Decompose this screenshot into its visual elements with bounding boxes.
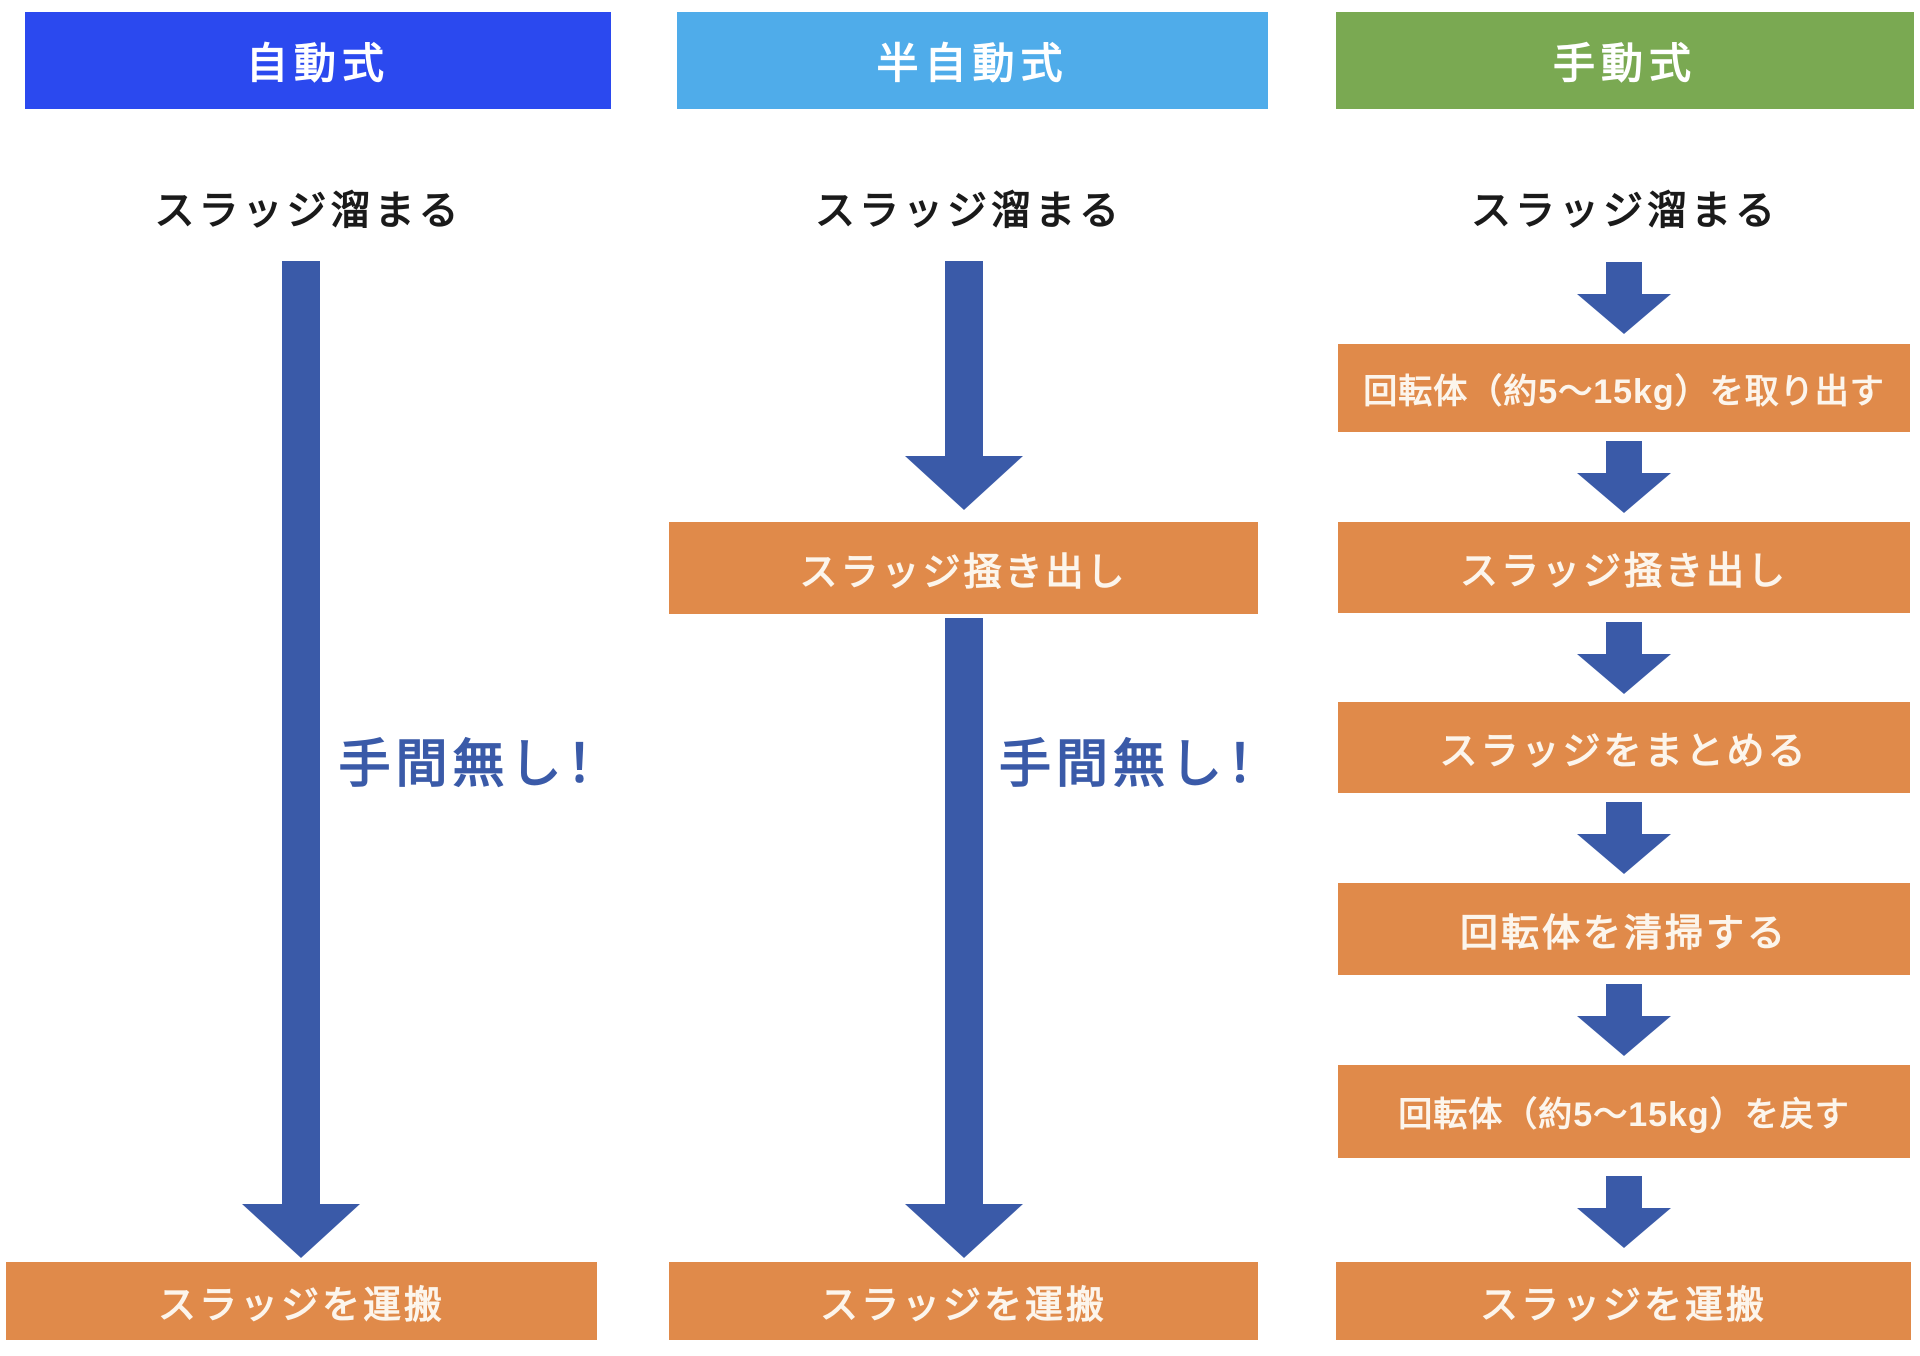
arrow-head (242, 1204, 360, 1258)
process-box-scrape-out: スラッジ掻き出し (1338, 522, 1910, 613)
down-arrow-icon (904, 261, 1024, 510)
end-box-semi-automatic: スラッジを運搬 (669, 1262, 1258, 1340)
column-header-automatic: 自動式 (25, 12, 611, 109)
column-automatic: 自動式 スラッジ溜まる 手間無し！ スラッジを運搬 (6, 0, 619, 1356)
arrow-shaft (1606, 622, 1642, 656)
no-effort-annotation-automatic: 手間無し！ (338, 736, 624, 794)
arrow-shaft (945, 261, 983, 458)
no-effort-annotation-semi-automatic: 手間無し！ (999, 736, 1285, 794)
end-box-manual: スラッジを運搬 (1336, 1262, 1911, 1340)
end-box-automatic: スラッジを運搬 (6, 1262, 597, 1340)
arrow-shaft (1606, 262, 1642, 296)
down-arrow-icon (904, 618, 1024, 1258)
down-arrow-icon (1576, 441, 1672, 513)
process-box-collect-sludge: スラッジをまとめる (1338, 702, 1910, 793)
arrow-head (1577, 294, 1671, 334)
process-box-remove-rotor: 回転体（約5〜15kg）を取り出す (1338, 344, 1910, 432)
arrow-shaft (1606, 441, 1642, 475)
arrow-shaft (945, 618, 983, 1206)
column-header-manual: 手動式 (1336, 12, 1914, 109)
arrow-shaft (1606, 984, 1642, 1018)
process-box-clean-rotor: 回転体を清掃する (1338, 883, 1910, 975)
arrow-head (905, 456, 1023, 510)
process-box-return-rotor: 回転体（約5〜15kg）を戻す (1338, 1065, 1910, 1158)
down-arrow-icon (1576, 984, 1672, 1056)
down-arrow-icon (1576, 1176, 1672, 1248)
column-semi-automatic: 半自動式 スラッジ溜まる スラッジ掻き出し 手間無し！ スラッジを運搬 (669, 0, 1279, 1356)
down-arrow-icon (1576, 802, 1672, 874)
arrow-head (905, 1204, 1023, 1258)
arrow-head (1577, 473, 1671, 513)
column-header-semi-automatic: 半自動式 (677, 12, 1268, 109)
start-label-manual: スラッジ溜まる (1471, 189, 1779, 233)
arrow-head (1577, 1016, 1671, 1056)
process-box-scrape-out: スラッジ掻き出し (669, 522, 1258, 614)
arrow-shaft (282, 261, 320, 1206)
down-arrow-icon (1576, 262, 1672, 334)
down-arrow-icon (241, 261, 361, 1258)
down-arrow-icon (1576, 622, 1672, 694)
arrow-head (1577, 834, 1671, 874)
arrow-shaft (1606, 802, 1642, 836)
arrow-shaft (1606, 1176, 1642, 1210)
start-label-automatic: スラッジ溜まる (154, 189, 463, 233)
arrow-head (1577, 1208, 1671, 1248)
arrow-head (1577, 654, 1671, 694)
column-manual: 手動式 スラッジ溜まる 回転体（約5〜15kg）を取り出す スラッジ掻き出し ス… (1336, 0, 1914, 1356)
start-label-semi-automatic: スラッジ溜まる (815, 189, 1123, 233)
